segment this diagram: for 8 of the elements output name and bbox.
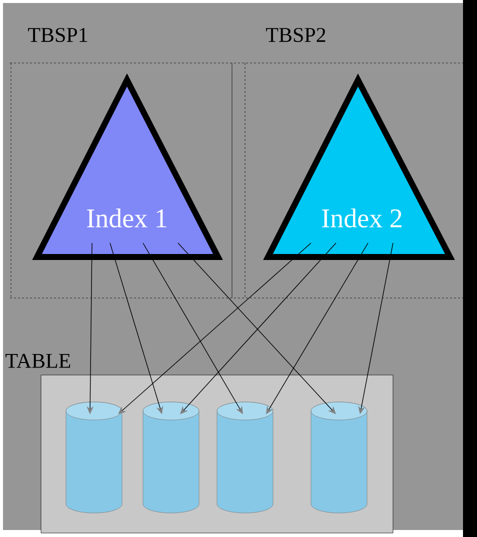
cylinder — [310, 402, 368, 514]
region-label: TBSP2 — [266, 28, 326, 42]
region-label: TBSP1 — [28, 28, 88, 42]
cylinder — [66, 402, 122, 514]
cylinder — [142, 402, 200, 514]
arrow — [118, 242, 312, 414]
node-label: TABLE — [6, 354, 70, 368]
cylinder — [216, 402, 274, 514]
